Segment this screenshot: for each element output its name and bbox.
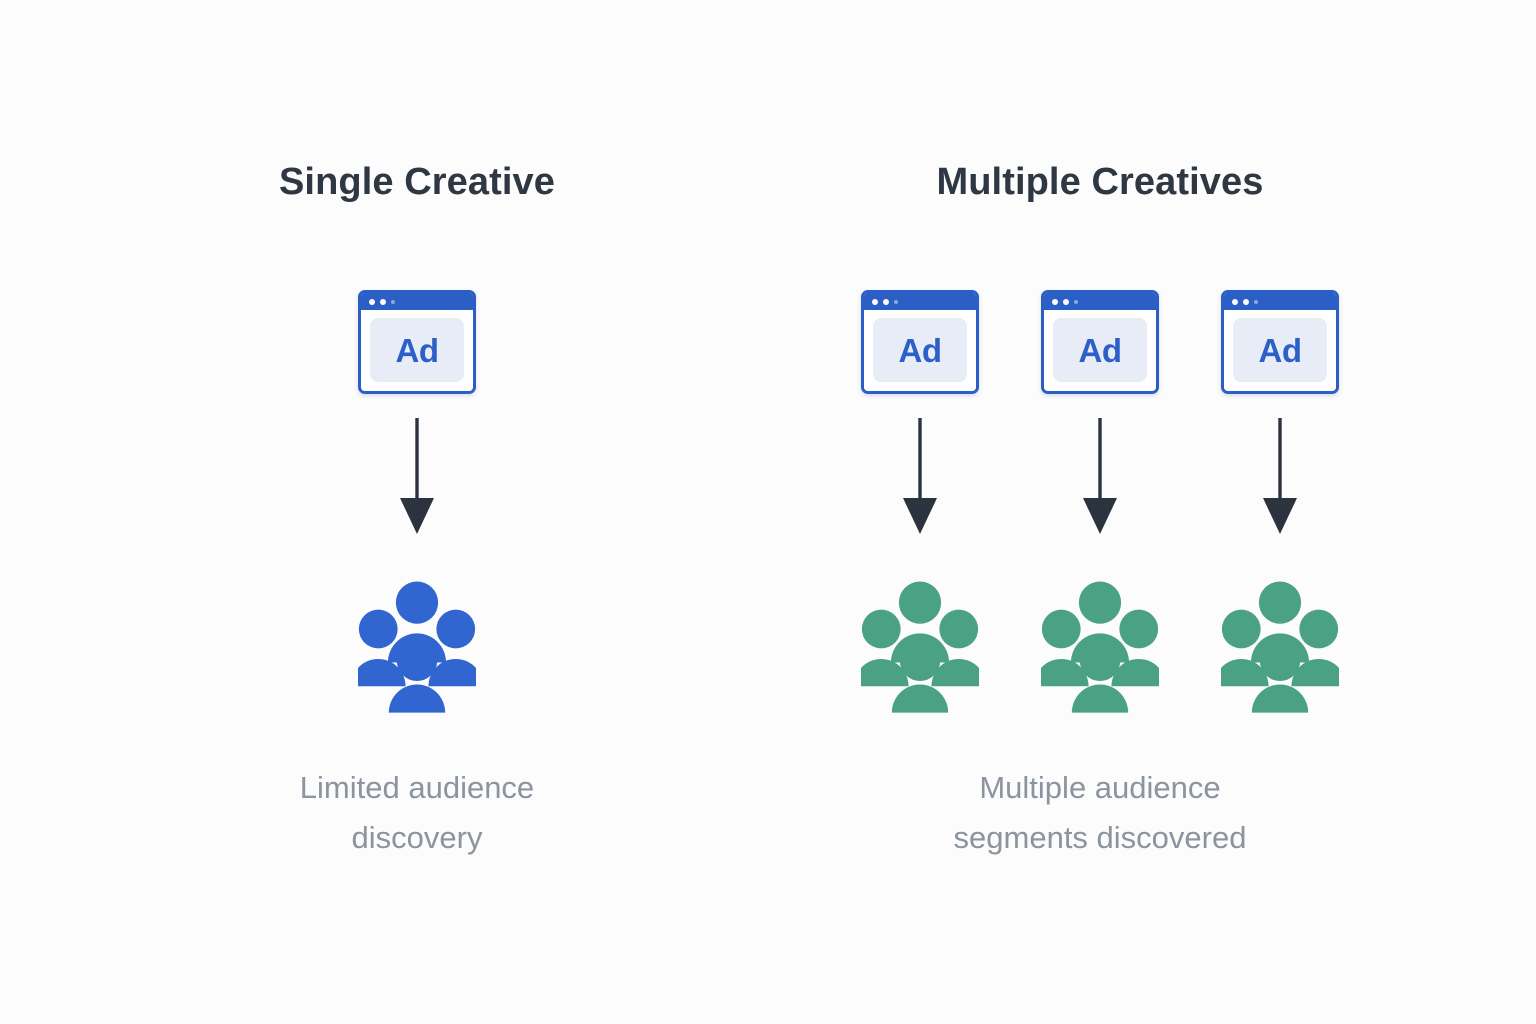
panel-right-heading: Multiple Creatives [936, 161, 1264, 203]
audience-cell [1221, 570, 1339, 718]
panel-left-heading: Single Creative [278, 161, 556, 203]
people-group-icon [358, 581, 476, 713]
caption-line-1: Limited audience [299, 770, 535, 805]
arrow-cell [861, 418, 979, 536]
caption-line-2: discovery [351, 820, 483, 856]
window-dot-2-icon [1063, 298, 1069, 305]
people-group-icon [861, 581, 979, 713]
browser-content: Ad [1044, 310, 1156, 391]
down-arrow-icon [1083, 418, 1117, 534]
panel-multiple-creatives: Multiple Creatives Ad [820, 0, 1380, 1024]
browser-content: Ad [361, 310, 473, 391]
ad-label: Ad [898, 331, 943, 369]
panel-right-caption: Multiple audience segments discovered [820, 763, 1380, 863]
arrow-cell [358, 418, 476, 536]
left-arrow-row [150, 418, 684, 536]
panel-single-creative: Single Creative Ad [150, 0, 684, 1024]
left-audience-row [150, 570, 684, 718]
panel-left-caption: Limited audience discovery [150, 763, 684, 863]
window-dot-1-icon [1232, 298, 1238, 305]
ad-label: Ad [395, 331, 440, 369]
ad-placeholder: Ad [873, 318, 967, 382]
people-group-icon [1221, 581, 1339, 713]
browser-titlebar [864, 293, 976, 310]
browser-titlebar [1224, 293, 1336, 310]
browser-content: Ad [1224, 310, 1336, 391]
window-dot-2-icon [883, 298, 889, 305]
browser-window-icon: Ad [861, 290, 979, 394]
caption-line-1: Multiple audience [979, 770, 1221, 805]
window-dot-1-icon [369, 298, 375, 305]
ad-label: Ad [1258, 331, 1303, 369]
browser-window-icon: Ad [1041, 290, 1159, 394]
window-dot-3-icon [391, 299, 395, 304]
audience-cell [1041, 570, 1159, 718]
down-arrow-icon [903, 418, 937, 534]
ad-placeholder: Ad [1053, 318, 1147, 382]
people-group-icon [1041, 581, 1159, 713]
window-dot-3-icon [1254, 299, 1258, 304]
browser-titlebar [1044, 293, 1156, 310]
right-creative-row: Ad Ad [820, 290, 1380, 394]
audience-cell [861, 570, 979, 718]
left-creative-row: Ad [150, 290, 684, 394]
down-arrow-icon [400, 418, 434, 534]
ad-placeholder: Ad [1233, 318, 1327, 382]
browser-titlebar [361, 293, 473, 310]
ad-placeholder: Ad [370, 318, 464, 382]
window-dot-1-icon [1052, 298, 1058, 305]
audience-cell [358, 570, 476, 718]
arrow-cell [1221, 418, 1339, 536]
window-dot-2-icon [1243, 298, 1249, 305]
right-audience-row [820, 570, 1380, 718]
window-dot-3-icon [1074, 299, 1078, 304]
browser-window-icon: Ad [1221, 290, 1339, 394]
window-dot-2-icon [380, 298, 386, 305]
caption-line-2: segments discovered [953, 820, 1247, 856]
right-arrow-row [820, 418, 1380, 536]
browser-content: Ad [864, 310, 976, 391]
arrow-cell [1041, 418, 1159, 536]
window-dot-3-icon [894, 299, 898, 304]
ad-label: Ad [1078, 331, 1123, 369]
browser-window-icon: Ad [358, 290, 476, 394]
down-arrow-icon [1263, 418, 1297, 534]
window-dot-1-icon [872, 298, 878, 305]
